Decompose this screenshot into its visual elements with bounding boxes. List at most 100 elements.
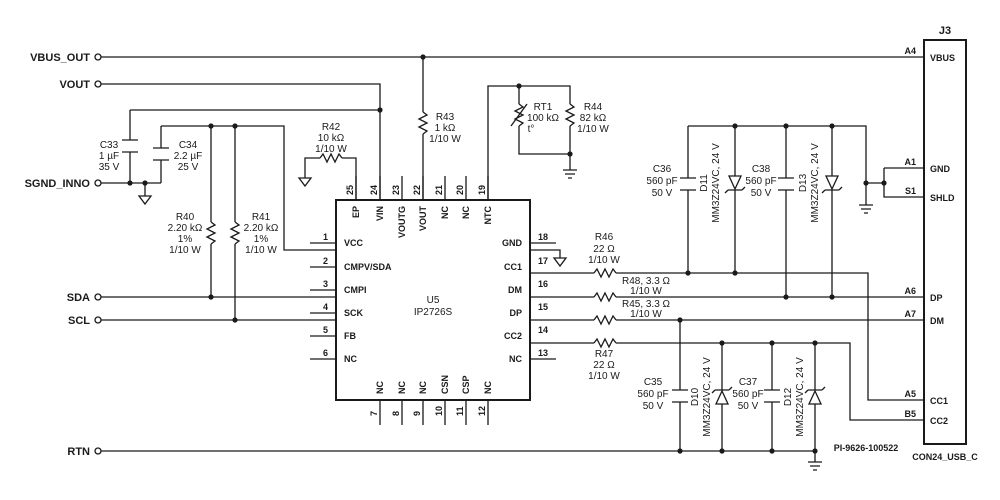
ic-pin-name: VOUTG <box>397 206 407 238</box>
net-label-rtn: RTN <box>67 446 90 458</box>
r43-ref: R43 <box>436 112 455 123</box>
ic-pin-number: 11 <box>455 406 465 416</box>
d13-part: MM3Z24VC, 24 V <box>810 143 821 223</box>
resistor-r42 <box>319 152 343 164</box>
r42-value: 10 kΩ <box>318 133 345 144</box>
ic-pin-number: 16 <box>538 279 548 289</box>
r44-value: 82 kΩ <box>580 113 607 124</box>
ic-pin-number: 1 <box>323 232 328 242</box>
ic-pin-number: 18 <box>538 232 548 242</box>
ic-pin-number: 22 <box>412 185 422 195</box>
net-label-scl: SCL <box>68 315 90 327</box>
capacitors <box>122 139 794 403</box>
d10-part: MM3Z24VC, 24 V <box>702 357 713 437</box>
r46-power: 1/10 W <box>588 255 620 266</box>
ic-pin-number: 4 <box>323 302 328 312</box>
ic-pin-number: 9 <box>412 411 422 416</box>
rt1-symbol: t° <box>528 124 535 135</box>
diode-d11 <box>724 175 746 194</box>
r42-power: 1/10 W <box>315 144 347 155</box>
ic-pin-number: 23 <box>391 185 401 195</box>
net-label-vout: VOUT <box>59 79 90 91</box>
c33-value: 1 µF <box>99 151 119 162</box>
c34-voltage: 25 V <box>178 162 199 173</box>
ic-pin-name: CC2 <box>504 331 522 341</box>
connector-pin-name: DP <box>930 293 943 303</box>
ic-pin-number: 6 <box>323 348 328 358</box>
r45-power: 1/10 W <box>630 309 662 320</box>
ic-pin-number: 15 <box>538 302 548 312</box>
r41-power: 1/10 W <box>245 245 277 256</box>
connector-pin-name: DM <box>930 316 944 326</box>
net-labels: VBUS_OUT VOUT SGND_INNO SDA SCL RTN <box>25 52 91 458</box>
ic-pin-number: 14 <box>538 325 548 335</box>
c37-ref: C37 <box>739 377 758 388</box>
thermistor-rt1 <box>513 103 525 127</box>
connector-pin-name: CC1 <box>930 396 948 406</box>
c37-voltage: 50 V <box>738 401 759 412</box>
ic-pin-number: 3 <box>323 279 328 289</box>
resistor-r40 <box>205 221 217 245</box>
d12-labels: D12 MM3Z24VC, 24 V <box>783 357 806 437</box>
ic-pin-number: 2 <box>323 256 328 266</box>
ic-pin-name: CSN <box>440 375 450 394</box>
connector-pin-name: VBUS <box>930 53 955 63</box>
ic-pin-name: NC <box>375 381 385 394</box>
ground-pin18 <box>552 257 568 268</box>
r43-value: 1 kΩ <box>435 123 456 134</box>
c34-ref: C34 <box>179 140 198 151</box>
capacitor-c35 <box>672 389 688 403</box>
d10-ref: D10 <box>690 387 701 406</box>
r43-power: 1/10 W <box>429 134 461 145</box>
ic-pin-name: VIN <box>375 206 385 221</box>
resistors <box>205 103 617 349</box>
r48-power: 1/10 W <box>630 286 662 297</box>
r46-ref: R46 <box>595 232 614 243</box>
c38-value: 560 pF <box>745 176 776 187</box>
connector-pin-name: GND <box>930 164 951 174</box>
r48-label: R48, 3.3 Ω <box>622 276 671 287</box>
connector-j3: J3 CON24_USB_C A4VBUSA1GNDS1SHLDA6DPA7DM… <box>904 25 978 462</box>
ic-pin-name: CC1 <box>504 262 522 272</box>
ic-pin-name: DM <box>508 285 522 295</box>
capacitor-c38 <box>778 177 794 191</box>
d13-labels: D13 MM3Z24VC, 24 V <box>798 143 821 223</box>
connector-j3-body <box>923 39 967 445</box>
ic-pin-name: NC <box>440 206 450 219</box>
ic-ref: U5 <box>427 295 440 306</box>
net-label-vbus-out: VBUS_OUT <box>30 52 90 64</box>
ic-pin-name: DP <box>509 308 522 318</box>
ic-pin-name: SCK <box>344 308 364 318</box>
ic-pin-number: 20 <box>455 185 465 195</box>
c35-value: 560 pF <box>637 389 668 400</box>
c36-ref: C36 <box>653 164 672 175</box>
r47-value: 22 Ω <box>593 360 615 371</box>
ground-ep <box>297 177 313 188</box>
ground-rtn <box>808 461 822 471</box>
wires <box>101 56 924 462</box>
net-label-sda: SDA <box>67 292 90 304</box>
ic-pin-name: NC <box>461 206 471 219</box>
net-terminals <box>94 53 102 455</box>
capacitor-c36 <box>680 177 696 191</box>
c37-value: 560 pF <box>732 389 763 400</box>
r40-ref: R40 <box>176 212 195 223</box>
ic-pin-number: 10 <box>434 406 444 416</box>
connector-part: CON24_USB_C <box>912 452 978 462</box>
diode-d10 <box>711 386 733 405</box>
r42-ref: R42 <box>322 122 341 133</box>
connector-pin-number: B5 <box>904 409 916 419</box>
diode-d12 <box>804 386 826 405</box>
ic-pin-number: 12 <box>477 406 487 416</box>
d11-ref: D11 <box>699 174 710 192</box>
c33-voltage: 35 V <box>99 162 120 173</box>
terminal-sda <box>94 293 102 301</box>
ic-pin-number: 19 <box>477 185 487 195</box>
capacitor-c34 <box>153 147 169 161</box>
capacitor-c37 <box>764 389 780 403</box>
connector-pin-name: SHLD <box>930 193 955 203</box>
